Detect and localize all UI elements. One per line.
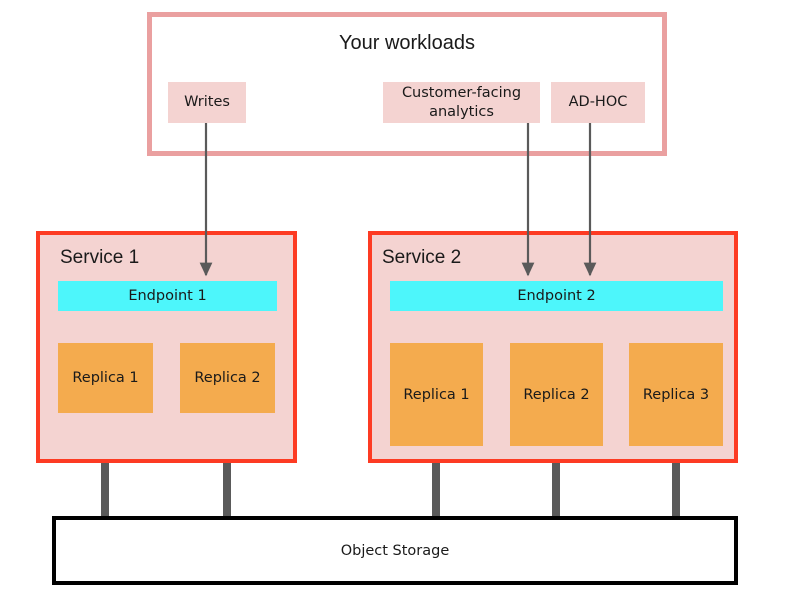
service-2-replica-3[interactable]: Replica 3 bbox=[629, 343, 723, 446]
connector-s2-replica2-storage bbox=[552, 446, 560, 523]
connector-s2-replica3-storage bbox=[672, 446, 680, 523]
workload-chip-writes[interactable]: Writes bbox=[168, 82, 246, 123]
service-1-title: Service 1 bbox=[60, 247, 140, 268]
object-storage-box[interactable]: Object Storage bbox=[52, 516, 738, 585]
service-1-replica-2[interactable]: Replica 2 bbox=[180, 343, 275, 413]
connector-s1-replica1-storage bbox=[101, 413, 109, 523]
endpoint-1[interactable]: Endpoint 1 bbox=[58, 281, 277, 311]
service-2-title: Service 2 bbox=[382, 247, 462, 268]
workloads-title: Your workloads bbox=[338, 32, 475, 54]
endpoint-2[interactable]: Endpoint 2 bbox=[390, 281, 723, 311]
service-2-replica-2[interactable]: Replica 2 bbox=[510, 343, 603, 446]
workload-chip-customer-facing-analytics[interactable]: Customer-facing analytics bbox=[383, 82, 540, 123]
connector-s2-replica1-storage bbox=[432, 446, 440, 523]
service-1-replica-1[interactable]: Replica 1 bbox=[58, 343, 153, 413]
connector-s1-replica2-storage bbox=[223, 413, 231, 523]
service-2-replica-1[interactable]: Replica 1 bbox=[390, 343, 483, 446]
workload-chip-ad-hoc[interactable]: AD-HOC bbox=[551, 82, 645, 123]
